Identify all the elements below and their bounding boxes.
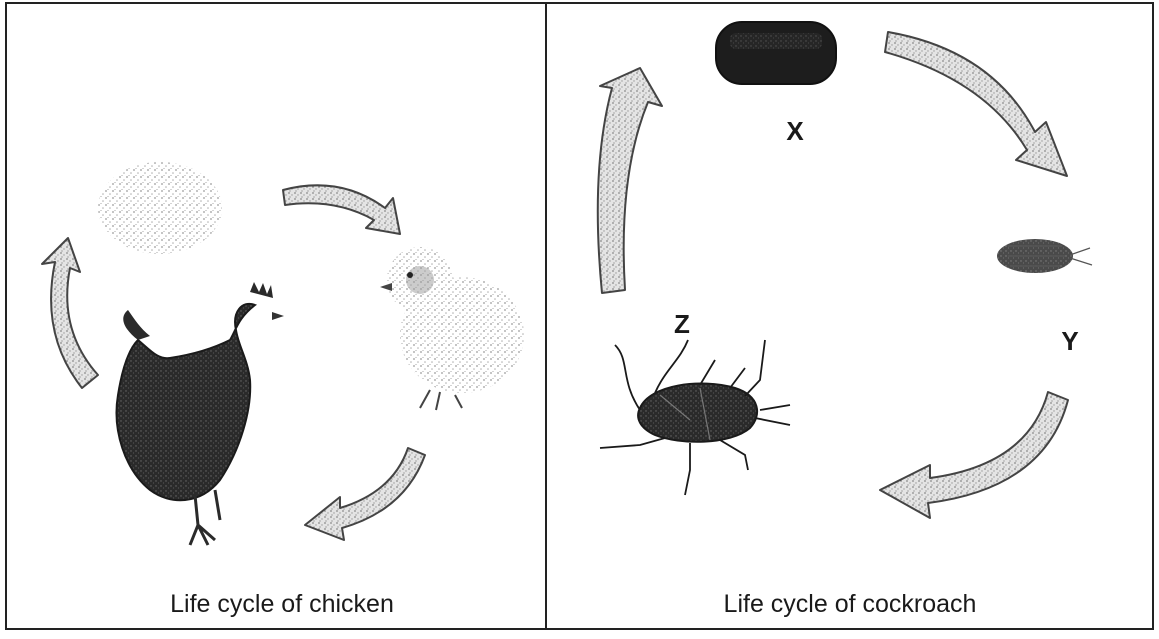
stage-label-x: X [786,116,804,146]
chicken-egg-image [98,162,222,254]
stage-label-z: Z [674,309,690,339]
stage-label-y: Y [1061,326,1078,356]
cockroach-egg-case-image [716,22,836,84]
cockroach-caption: Life cycle of cockroach [724,590,977,618]
chicken-caption: Life cycle of chicken [170,590,394,618]
